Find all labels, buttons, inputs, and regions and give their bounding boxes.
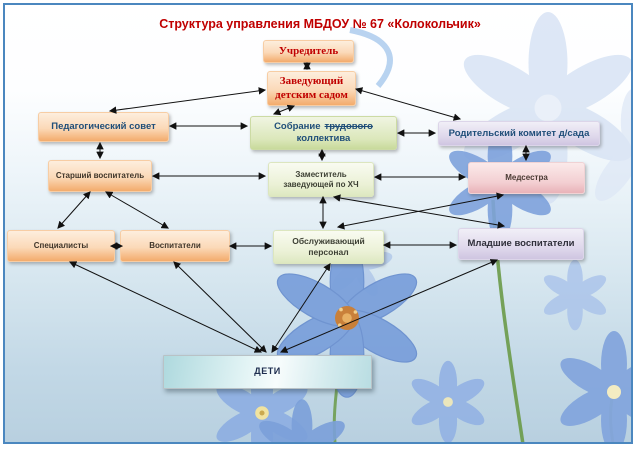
node-service-staff: Обслуживающий персонал <box>273 230 384 264</box>
node-parent-committee: Родительский комитет д/сада <box>438 121 600 146</box>
slide-content: Структура управления МБДОУ № 67 «Колокол… <box>5 5 631 442</box>
node-children: ДЕТИ <box>163 355 372 389</box>
node-specialists: Специалисты <box>7 230 115 262</box>
node-head-of-kindergarten: Заведующий детским садом <box>267 71 356 106</box>
node-pedagogical-council: Педагогический совет <box>38 112 169 142</box>
node-junior-educators: Младшие воспитатели <box>458 228 584 260</box>
node-nurse: Медсестра <box>468 162 585 194</box>
connector-arrows <box>57 61 530 353</box>
node-deputy-head: Заместитель заведующей по ХЧ <box>268 162 374 197</box>
page-title: Структура управления МБДОУ № 67 «Колокол… <box>159 17 481 31</box>
node-senior-educator: Старший воспитатель <box>48 160 152 192</box>
